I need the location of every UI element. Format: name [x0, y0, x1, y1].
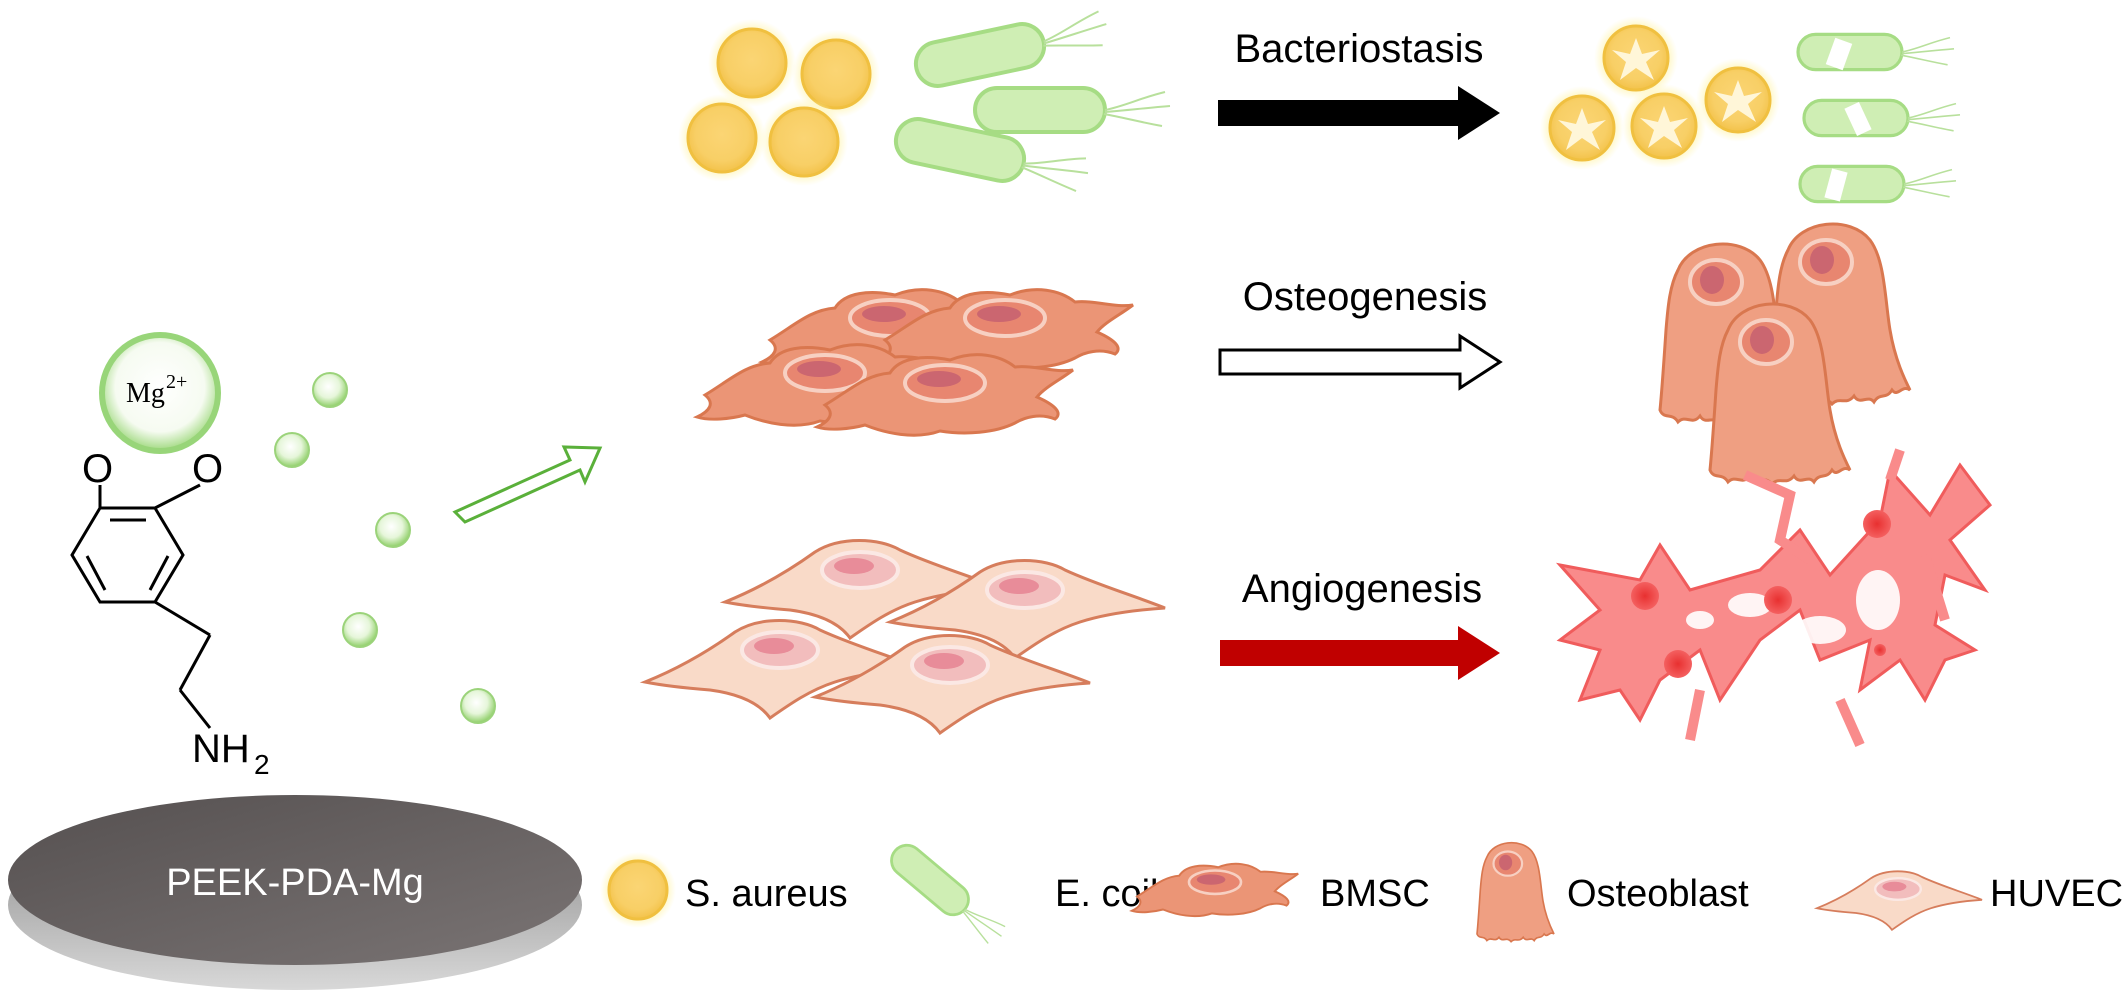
huvec-icon: [1815, 870, 1984, 931]
released-mg-ions: [274, 372, 496, 724]
legend-item-bmsc: BMSC: [1130, 862, 1430, 918]
bacteria-before: [678, 4, 1172, 201]
mg-ion-small: [460, 688, 496, 724]
osteoblast-cluster: [1658, 221, 1912, 487]
legend-label: BMSC: [1320, 873, 1430, 915]
amine-subscript: 2: [254, 749, 270, 780]
benzene-ring: [70, 506, 185, 604]
s-aureus-cluster: [678, 19, 880, 186]
osteogenesis-arrow: [1218, 333, 1503, 391]
vessel-network: [1555, 448, 1993, 748]
mg-ion-small: [342, 612, 378, 648]
peek-disk: PEEK-PDA-Mg: [8, 795, 582, 990]
bacteriostasis-arrow: [1218, 86, 1500, 140]
mg-ion-symbol: Mg: [126, 378, 165, 409]
process-label-bacteriostasis: Bacteriostasis: [1235, 27, 1484, 71]
dopamine-structure: [70, 483, 212, 729]
legend: S. aureus E. coil BMSC Osteoblast HUVEC: [600, 841, 2123, 944]
legend-label: HUVEC: [1990, 873, 2123, 915]
release-arrow: [452, 445, 603, 524]
legend-item-s-aureus: S. aureus: [600, 852, 848, 928]
mg-ion-small: [375, 512, 411, 548]
amine-group: NH: [192, 727, 250, 771]
legend-item-e-coli: E. coil: [890, 843, 1158, 944]
huvec-cluster: [643, 538, 1167, 735]
process-label-angiogenesis: Angiogenesis: [1242, 567, 1482, 611]
mg-ion-large: Mg 2+: [99, 332, 221, 454]
bacteria-after: [1540, 16, 1962, 204]
mg-ion-small: [274, 432, 310, 468]
oxygen-right: O: [192, 447, 223, 491]
legend-item-osteoblast: Osteoblast: [1475, 841, 1749, 943]
oxygen-left: O: [82, 447, 113, 491]
s-aureus-lysed: [1540, 16, 1780, 170]
mg-ion-charge: 2+: [166, 371, 187, 393]
osteoblast-icon: [1475, 841, 1556, 943]
mg-ion-small: [312, 372, 348, 408]
e-coli-icon: [890, 843, 1006, 944]
process-label-osteogenesis: Osteogenesis: [1243, 275, 1488, 319]
bmsc-cluster: [695, 287, 1135, 438]
legend-label: Osteoblast: [1567, 873, 1749, 915]
angiogenesis-arrow: [1220, 626, 1500, 680]
e-coli-cluster: [889, 4, 1172, 201]
substrate-label: PEEK-PDA-Mg: [166, 862, 424, 904]
e-coli-lysed: [1796, 32, 1962, 204]
legend-item-huvec: HUVEC: [1815, 870, 2123, 931]
legend-label: S. aureus: [685, 873, 848, 915]
bmsc-icon: [1130, 862, 1300, 918]
